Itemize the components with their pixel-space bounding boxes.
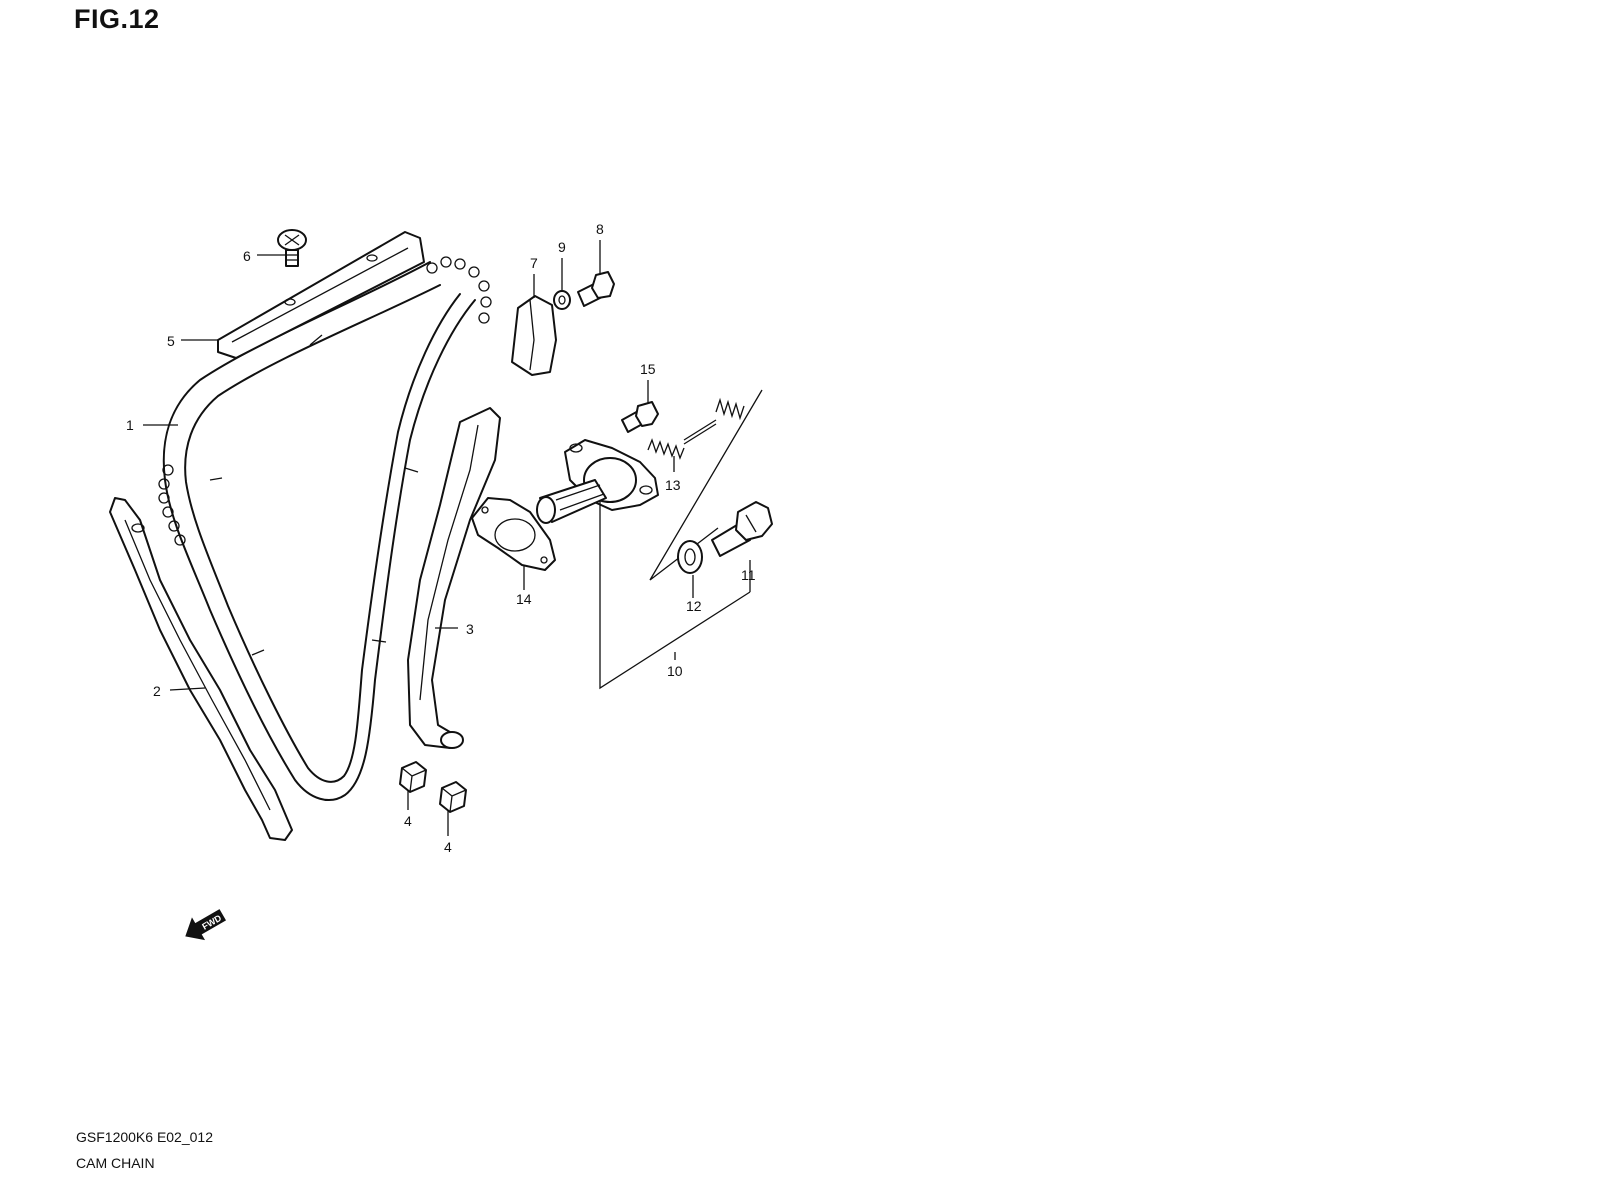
cam-chain-guide-top-part: [217, 231, 425, 359]
washer-gasket-part: [677, 540, 703, 574]
callout-11: 11: [741, 567, 756, 583]
cam-chain-part: [158, 256, 492, 801]
callout-3: 3: [466, 621, 474, 637]
callout-10: 10: [667, 663, 683, 679]
callout-13: 13: [665, 477, 681, 493]
fwd-arrow-icon: FWD: [185, 909, 227, 941]
leader-lines: [143, 240, 751, 836]
callout-14: 14: [516, 591, 532, 607]
gasket-part: [471, 497, 556, 571]
model-code: GSF1200K6 E02_012: [76, 1129, 213, 1145]
washer-part: [553, 290, 571, 310]
callout-7: 7: [530, 255, 538, 271]
callout-4b: 4: [444, 839, 452, 855]
pad-bolt-part: [577, 271, 615, 307]
damper-part-b: [439, 781, 467, 813]
cam-chain-guide-rear-part: [407, 407, 501, 749]
callout-9: 9: [558, 239, 566, 255]
callout-12: 12: [686, 598, 702, 614]
figure-title: FIG.12: [74, 4, 160, 34]
callout-6: 6: [243, 248, 251, 264]
callout-2: 2: [153, 683, 161, 699]
chain-links-top: [426, 256, 492, 324]
cap-bolt-part: [711, 501, 773, 557]
guide-bolt-part: [277, 229, 307, 267]
tensioner-body-part: [536, 439, 659, 524]
group-name: CAM CHAIN: [76, 1155, 155, 1171]
damper-part-a: [399, 761, 427, 793]
callout-8: 8: [596, 221, 604, 237]
callout-4a: 4: [404, 813, 412, 829]
guide-pad-part: [511, 295, 557, 376]
callout-1: 1: [126, 417, 134, 433]
chain-links-left: [158, 464, 186, 546]
tensioner-bolt-part: [621, 401, 659, 433]
cam-chain-tensioner-guide-part: [109, 497, 293, 841]
spring-part: [647, 397, 745, 460]
callout-5: 5: [167, 333, 175, 349]
callout-15: 15: [640, 361, 656, 377]
